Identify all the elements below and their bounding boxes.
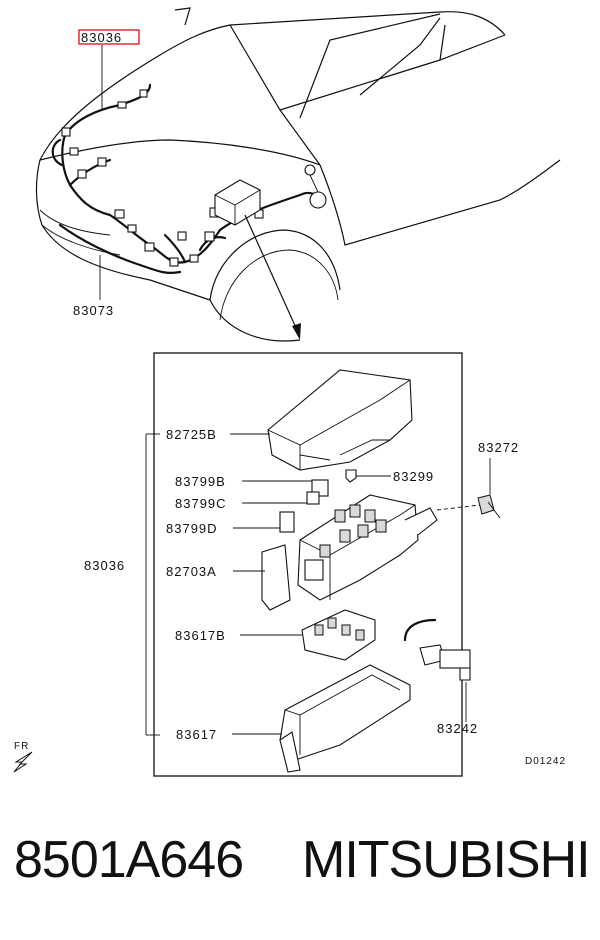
label-top-harness: 83036 [81, 30, 122, 45]
label-cover: 82725B [166, 427, 217, 442]
fuse-holder-part [301, 609, 376, 661]
car-body-outline [35, 7, 561, 342]
label-relay-d: 83799D [166, 521, 218, 536]
detail-frame [153, 352, 463, 777]
group-bracket [145, 433, 160, 736]
highlight-box [78, 29, 140, 45]
brand-name: MITSUBISHI [302, 831, 591, 889]
front-direction-marker: FR [13, 741, 33, 773]
bolt-part [477, 494, 501, 519]
arrow-to-detail [244, 214, 301, 340]
label-tray: 83617 [176, 727, 217, 742]
wiring-harness-drawing [51, 83, 327, 274]
relay-c-shape [306, 491, 320, 505]
relay-d-shape [279, 511, 295, 533]
label-sensor: 83242 [437, 721, 478, 736]
cover-part [267, 369, 413, 471]
label-relay-c: 83799C [175, 496, 227, 511]
drawing-code: D01242 [525, 756, 566, 767]
parts-diagram: 83036 83073 [13, 7, 566, 777]
part-number: 8501A646 [14, 831, 244, 889]
label-relay-b: 83799B [175, 474, 226, 489]
label-main-harness: 83073 [73, 303, 114, 318]
label-bolt: 83272 [478, 440, 519, 455]
label-bracket-clip: 83299 [393, 469, 434, 484]
clip-shape [345, 469, 357, 483]
label-fuse-holder: 83617B [175, 628, 226, 643]
svg-text:FR: FR [14, 741, 29, 752]
junction-block [261, 494, 481, 611]
sensor-part [403, 618, 471, 722]
label-block: 82703A [166, 564, 217, 579]
tray-part [279, 664, 411, 773]
footer-caption: 8501A646 MITSUBISHI [14, 830, 594, 910]
label-box-group: 83036 [84, 558, 125, 573]
